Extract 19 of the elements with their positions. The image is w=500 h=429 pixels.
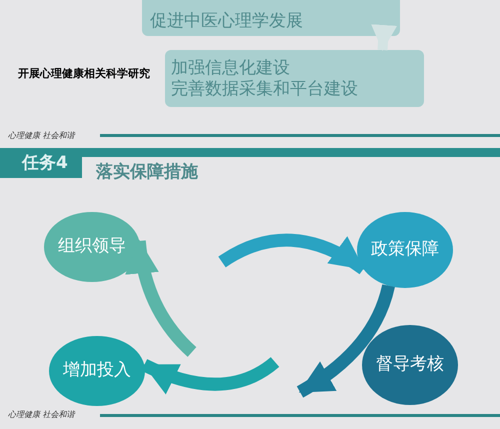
curved-arrow — [218, 234, 368, 274]
process-box — [165, 50, 424, 107]
node-text: 政策保障 — [371, 238, 439, 262]
node-text: 组织领导 — [58, 235, 126, 258]
node-text: 督导考核 — [376, 353, 444, 376]
process-box — [142, 0, 400, 36]
side-label: 开展心理健康相关科学研究 — [18, 66, 150, 82]
slogan-text: 心理健康 社会和谐 — [8, 130, 75, 142]
section-heading: 落实保障措施 — [96, 161, 198, 184]
node-text: 任务4 — [22, 154, 68, 172]
node-text: 加强信息化建设 — [171, 60, 291, 76]
node-text: 促进中医心理学发展 — [150, 13, 304, 30]
slogan-text: 心理健康 社会和谐 — [8, 409, 75, 421]
curved-arrow — [296, 284, 395, 398]
curved-arrow — [142, 356, 279, 394]
curved-arrow — [126, 240, 196, 357]
node-text: 完善数据采集和平台建设 — [171, 80, 359, 98]
node-text: 增加投入 — [63, 359, 131, 382]
curved-arrow — [371, 24, 398, 51]
